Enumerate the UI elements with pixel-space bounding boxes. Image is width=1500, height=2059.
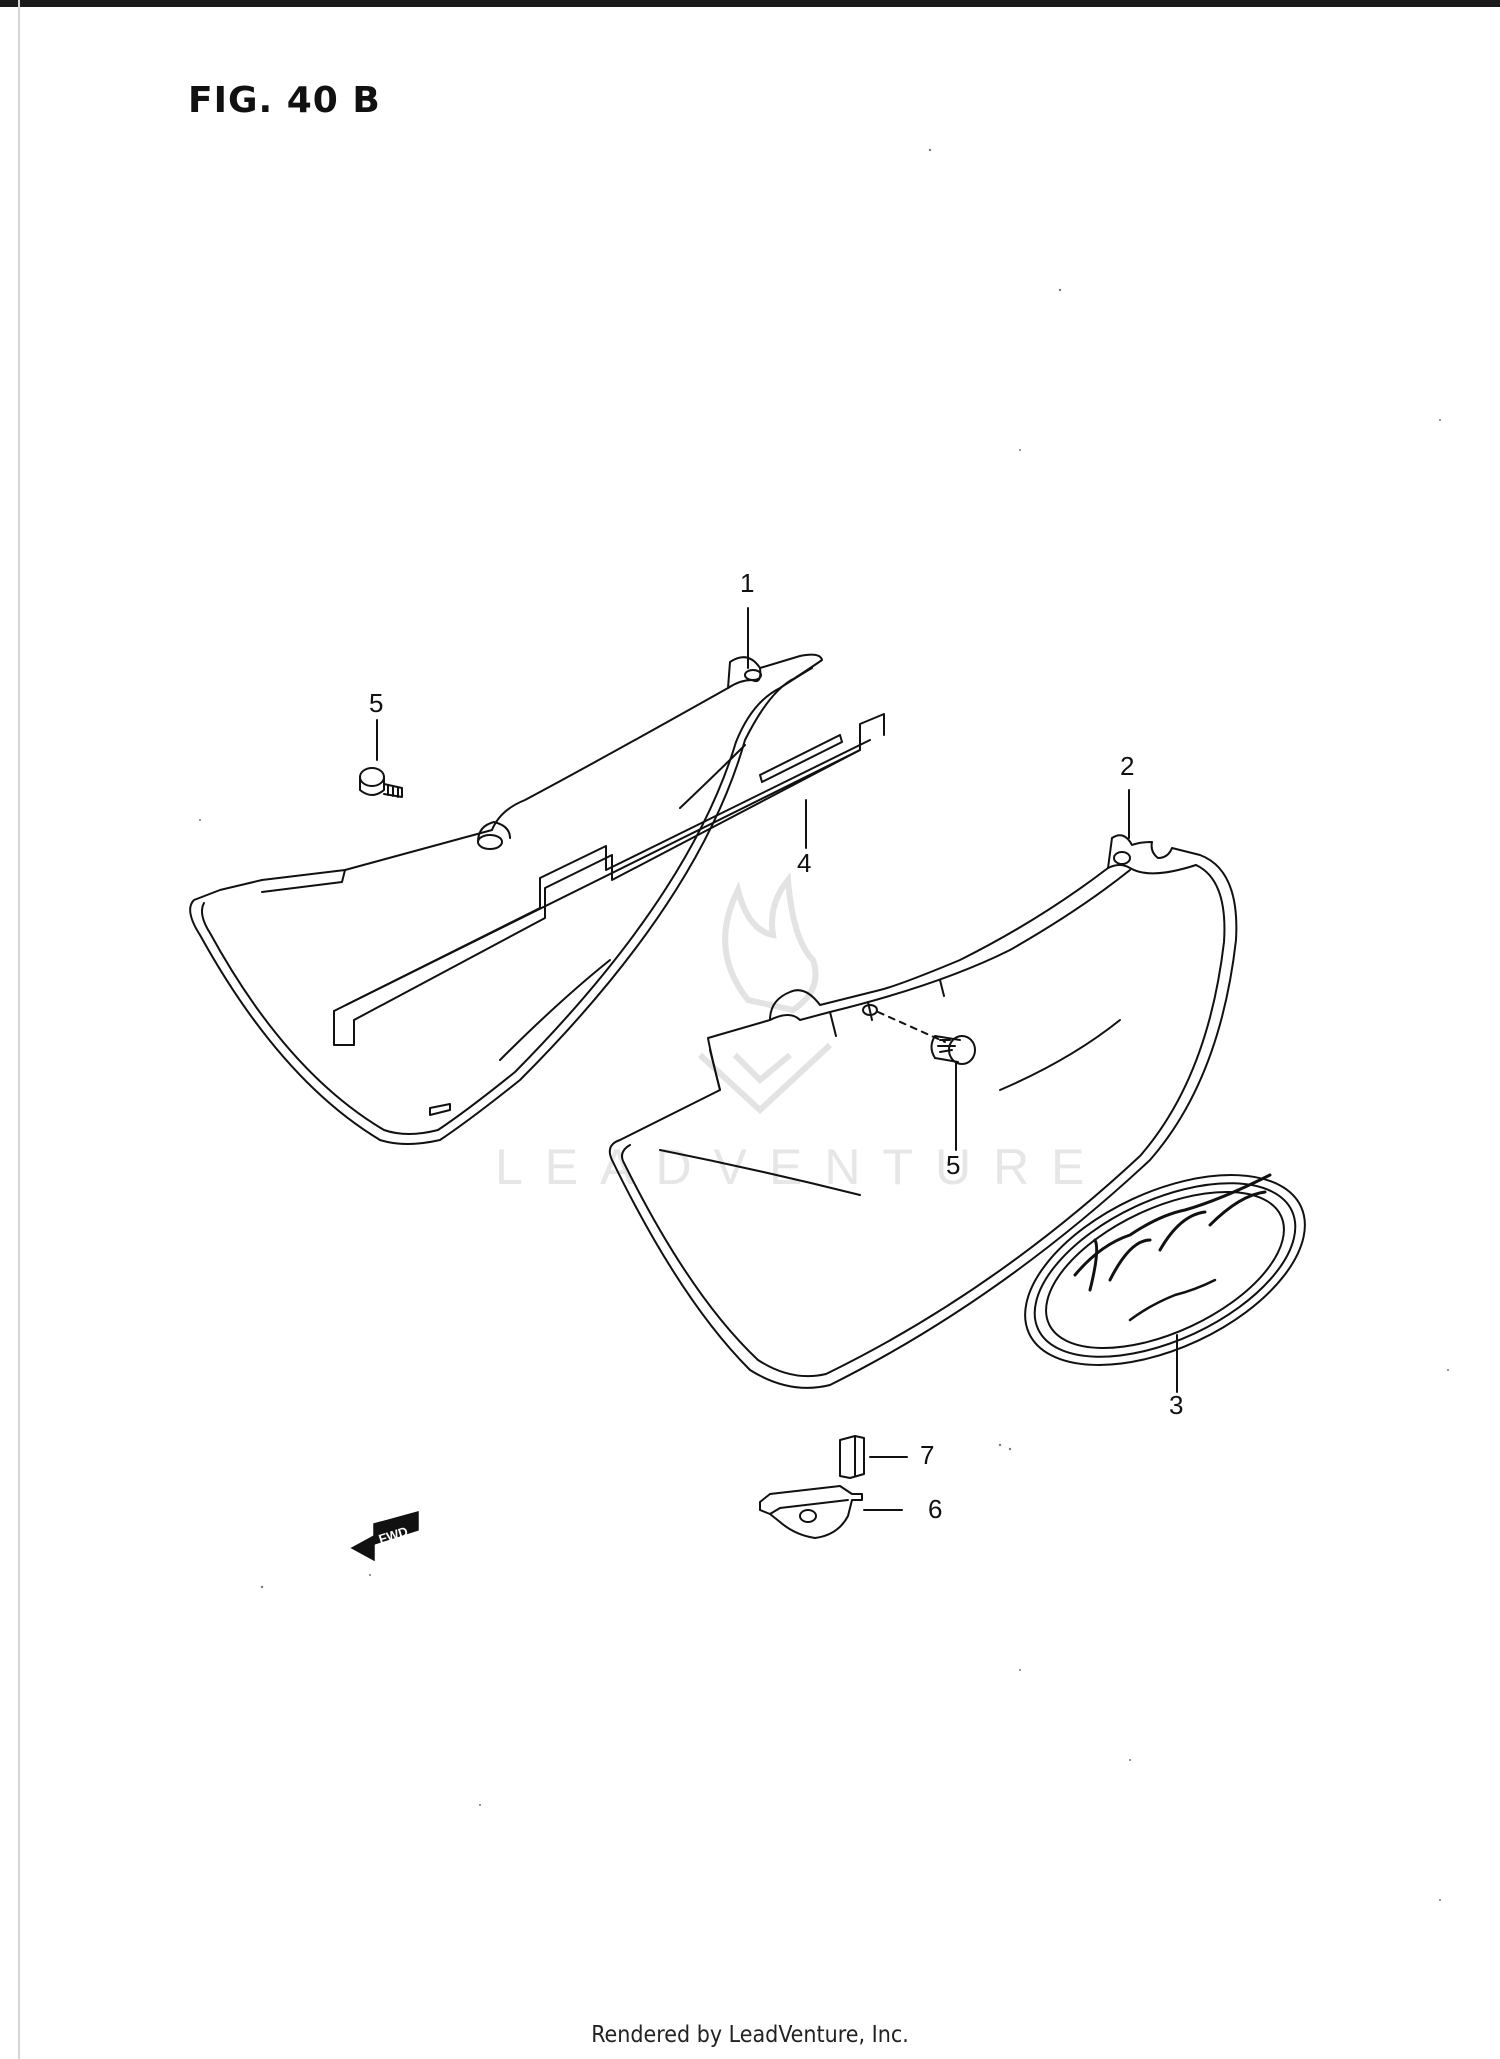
cushion-pad [839,1435,865,1479]
callout-part-2: 2 [1120,751,1135,781]
footer-credit: Rendered by LeadVenture, Inc. [591,2022,909,2048]
screw-right [877,1011,976,1065]
callout-part-4: 4 [797,848,812,878]
watermark-text: LEADVENTURE [495,1139,1107,1195]
callout-part-3: 3 [1169,1390,1184,1420]
scan-left-border [18,0,20,2059]
callout-part-6: 6 [928,1494,943,1524]
scan-top-border [0,0,1500,7]
callout-part-5-right: 5 [946,1150,961,1180]
intruder-emblem [1024,1173,1306,1366]
callout-part-7: 7 [920,1440,935,1470]
left-frame-cover [189,653,823,1145]
bracket [759,1485,863,1539]
figure-title: FIG. 40 B [188,80,381,121]
frame-cover-rail [333,713,885,1046]
fwd-arrow-icon: FWD [350,1511,419,1562]
leader-lines [376,607,1178,1511]
callout-part-5-left: 5 [369,688,384,718]
right-frame-cover [608,834,1238,1389]
callout-part-1: 1 [740,568,755,598]
scan-noise [199,148,1449,1901]
screw-left [359,767,403,798]
